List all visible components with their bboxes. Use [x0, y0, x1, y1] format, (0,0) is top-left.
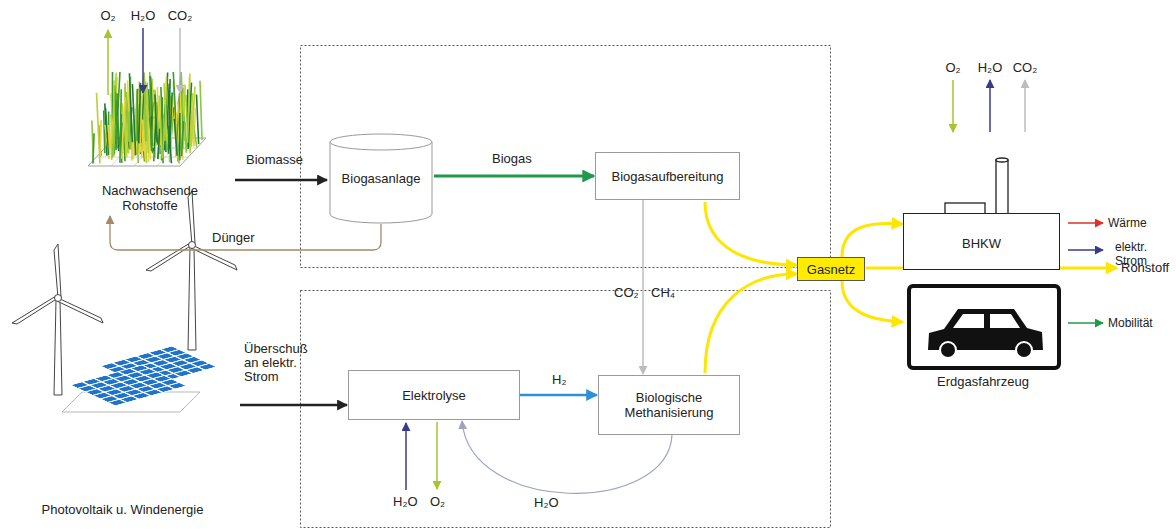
annotation-label: H₂O — [131, 8, 156, 23]
chp-plant: BHKW — [903, 213, 1060, 270]
edge-label: Überschuß an elektr. Strom — [244, 342, 310, 384]
node-label: Gasnetz — [807, 262, 855, 277]
process-box: Biologische Methanisierung — [598, 375, 740, 435]
annotation-label: CO₂ — [168, 8, 193, 23]
connector — [235, 179, 327, 182]
gas-arrow — [989, 80, 991, 132]
plant-stroke — [197, 95, 199, 145]
connector — [110, 216, 381, 250]
plant-stroke — [174, 119, 177, 156]
connector — [842, 224, 902, 257]
biogas-plant-cylinder: Biogasanlage — [328, 132, 434, 224]
annotation-label: H₂O — [393, 494, 418, 509]
plant-stroke — [154, 117, 156, 162]
connector — [842, 281, 902, 322]
annotation-label: Wärme — [1108, 216, 1147, 231]
power-arrow — [1068, 249, 1103, 251]
node-label: BHKW — [962, 236, 1001, 251]
edge-label: H₂ — [552, 372, 566, 387]
plant-stroke — [188, 73, 190, 142]
process-box: Elektrolyse — [348, 370, 520, 420]
plant-stroke — [184, 116, 187, 150]
node-label: Biogasanlage — [342, 171, 421, 186]
plant-stroke — [116, 93, 117, 150]
annotation-label: H₂O — [978, 60, 1003, 75]
connector — [240, 404, 347, 407]
annotation-label: Mobilität — [1108, 316, 1153, 331]
plant-stroke — [147, 86, 148, 153]
connector — [642, 200, 644, 374]
annotation-label: O₂ — [430, 494, 445, 509]
plant-stroke — [104, 111, 105, 154]
connector — [520, 394, 597, 397]
connector — [434, 175, 594, 178]
edge-label: Dünger — [212, 230, 255, 245]
plant-stroke — [97, 93, 100, 163]
edge-label: CO₂ — [614, 285, 639, 300]
node-label: Elektrolyse — [402, 388, 466, 403]
annotation-label: O₂ — [945, 60, 960, 75]
plant-stroke — [120, 89, 121, 163]
pv-panel — [62, 346, 217, 412]
plant-stroke — [149, 89, 152, 151]
node-label: Photovoltaik u. Windenergie — [42, 502, 204, 517]
annotation-label: Rohstoff — [1121, 260, 1169, 275]
heat-arrow — [1068, 222, 1103, 224]
plant-stroke — [129, 73, 132, 142]
node-label: Biologische Methanisierung — [609, 390, 729, 420]
edge-label: H₂O — [532, 495, 561, 510]
annotation-label: CH₄ — [651, 285, 675, 300]
plant-stroke — [122, 97, 125, 159]
plant-stroke — [159, 96, 162, 159]
water-arrow — [405, 423, 407, 490]
process-box: Biogasaufbereitung — [595, 152, 740, 200]
plant-stroke — [182, 121, 184, 156]
renewable-power-source: Photovoltaik u. Windenergie — [5, 215, 240, 520]
plant-stroke — [139, 83, 141, 143]
gas-arrow — [107, 30, 109, 95]
plant-stroke — [113, 125, 116, 157]
factory-roof — [945, 158, 1008, 214]
gas-arrow — [142, 28, 144, 93]
node-label: Nachwachsende Rohstoffe — [90, 183, 210, 213]
mobility-arrow — [1068, 322, 1103, 324]
gas-grid-box: Gasnetz — [797, 257, 865, 281]
oxygen-arrow — [436, 422, 438, 489]
gas-arrow — [952, 80, 954, 132]
connector — [705, 202, 796, 265]
car-sign — [909, 286, 1059, 368]
plant-stroke — [168, 79, 170, 154]
plant-stroke — [93, 133, 94, 163]
plant-stroke — [200, 81, 202, 140]
plant-stroke — [158, 129, 160, 159]
annotation-label: O₂ — [100, 8, 115, 23]
plant-stroke — [132, 84, 135, 155]
plant-stroke — [191, 87, 195, 147]
wind-turbine — [12, 191, 237, 395]
node-label: Erdgasfahrzeug — [937, 374, 1029, 389]
connector — [705, 274, 796, 373]
plant-stroke — [126, 92, 130, 150]
plant-stroke — [143, 120, 146, 161]
plant-stroke — [92, 120, 93, 162]
annotation-label: CO₂ — [1013, 60, 1038, 75]
plant-stroke — [108, 125, 110, 155]
edge-label: Biomasse — [246, 152, 303, 167]
gas-arrow — [179, 28, 181, 93]
group-outline — [301, 291, 831, 528]
raw-material-field: Nachwachsende Rohstoffe — [65, 100, 235, 215]
plant-stroke — [136, 89, 138, 141]
natural-gas-vehicle: Erdgasfahrzeug — [903, 283, 1063, 391]
node-label: Biogasaufbereitung — [611, 169, 723, 184]
group-outline — [301, 46, 831, 268]
gas-arrow — [1024, 80, 1026, 132]
plant-stroke — [179, 113, 181, 160]
field-illustration — [88, 72, 206, 166]
plant-stroke — [165, 73, 168, 151]
plant-stroke — [117, 116, 120, 147]
edge-label: Biogas — [492, 151, 532, 166]
plant-stroke — [165, 77, 167, 141]
plant-stroke — [144, 84, 145, 141]
